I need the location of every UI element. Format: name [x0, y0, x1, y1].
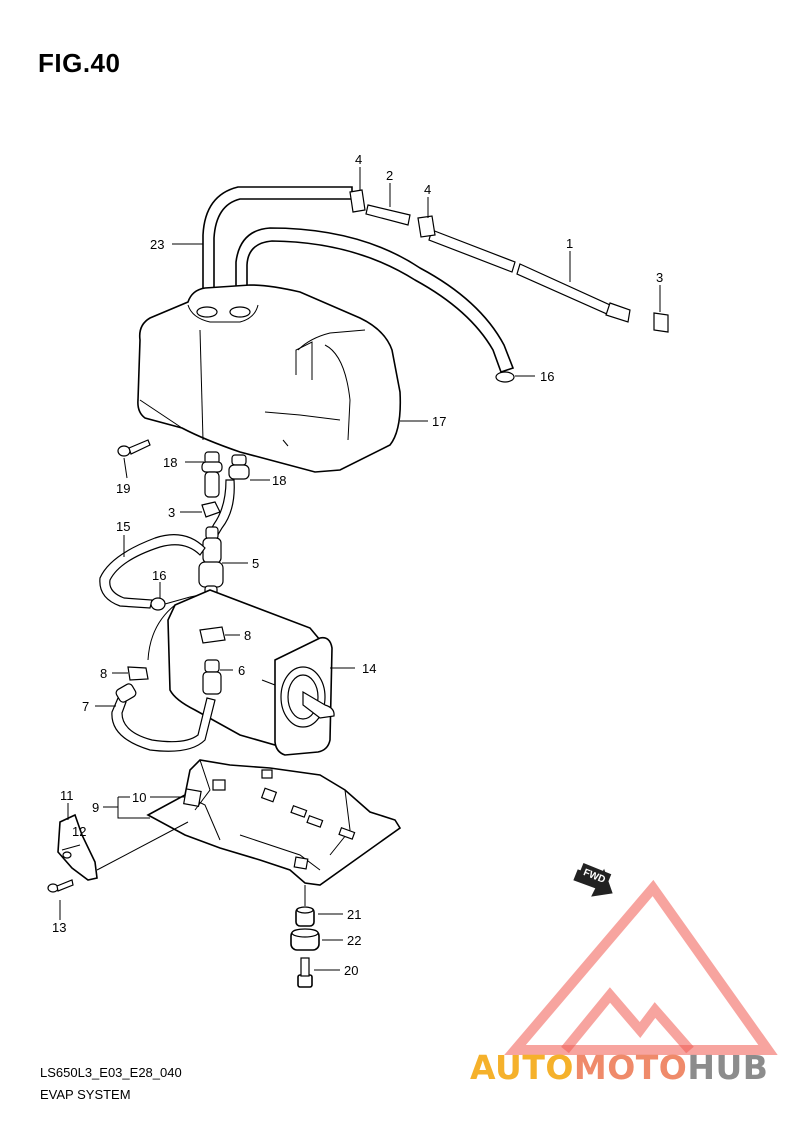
clamp-3-top — [653, 312, 669, 333]
watermark-logo — [504, 879, 778, 1055]
grommet-18-right — [228, 454, 250, 480]
screw-13 — [47, 879, 74, 893]
spacer-21 — [295, 906, 315, 927]
valve-5 — [198, 526, 224, 599]
callout-12: 12 — [72, 824, 86, 839]
callout-11: 11 — [60, 788, 74, 803]
callout-15: 15 — [116, 519, 130, 534]
clamp-3-middle — [201, 501, 221, 518]
callout-10: 10 — [132, 790, 146, 805]
callout-7: 7 — [82, 699, 89, 714]
bracket-9 — [146, 759, 402, 886]
callout-23: 23 — [150, 237, 164, 252]
brand-part-1: AUTO — [470, 1048, 574, 1087]
brand-part-2: MOTO — [573, 1048, 688, 1087]
clamp-8-lower — [127, 666, 149, 681]
callout-9: 9 — [92, 800, 99, 815]
brand-part-3: HUB — [687, 1048, 769, 1087]
callout-19: 19 — [116, 481, 130, 496]
hose-2 — [365, 204, 411, 226]
callout-18-right: 18 — [272, 473, 286, 488]
clamp-4-right — [417, 215, 436, 238]
callout-3-top: 3 — [656, 270, 663, 285]
callout-8-lower: 8 — [100, 666, 107, 681]
callout-6: 6 — [238, 663, 245, 678]
callout-22: 22 — [347, 933, 361, 948]
grommet-22 — [290, 928, 320, 951]
system-name: EVAP SYSTEM — [40, 1087, 131, 1102]
callout-1: 1 — [566, 236, 573, 251]
hose-7-end — [115, 683, 137, 703]
figure-title: FIG.40 — [38, 48, 121, 78]
callout-3-middle: 3 — [168, 505, 175, 520]
watermark-brand: AUTOMOTOHUB — [470, 1048, 768, 1087]
hose-7 — [111, 697, 216, 752]
clamp-16-top — [495, 371, 515, 383]
bolt-20 — [297, 957, 313, 988]
leader-lines — [59, 167, 661, 971]
callout-21: 21 — [347, 907, 361, 922]
model-code: LS650L3_E03_E28_040 — [40, 1065, 182, 1080]
callout-2: 2 — [386, 168, 393, 183]
callout-4-left: 4 — [355, 152, 362, 167]
callout-18-left: 18 — [163, 455, 177, 470]
callout-20: 20 — [344, 963, 358, 978]
clamp-4-left — [349, 189, 366, 213]
callout-14: 14 — [362, 661, 376, 676]
clip-12 — [57, 813, 98, 881]
callout-16-middle: 16 — [152, 568, 166, 583]
fuel-tank-17 — [137, 284, 402, 473]
hose-1 — [428, 229, 631, 323]
callout-17: 17 — [432, 414, 446, 429]
callout-13: 13 — [52, 920, 66, 935]
callout-16-top: 16 — [540, 369, 554, 384]
screw-19 — [117, 439, 151, 457]
grommet-18-left — [201, 451, 223, 498]
callout-4-right: 4 — [424, 182, 431, 197]
callout-labels: 1 2 3 3 4 4 5 6 7 8 8 9 10 11 12 13 14 1… — [52, 152, 663, 978]
fitting-6 — [202, 659, 222, 695]
callout-8-upper: 8 — [244, 628, 251, 643]
clamp-8-upper — [199, 626, 226, 644]
callout-5: 5 — [252, 556, 259, 571]
